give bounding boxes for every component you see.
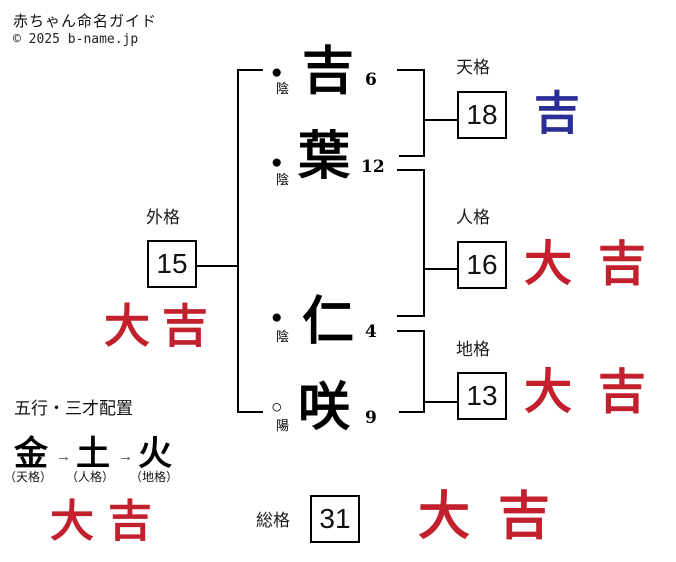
yinyang-label: 陰: [276, 82, 290, 97]
gaikaku-label: 外格: [146, 208, 180, 227]
chikaku-bracket-top-arm-line: [397, 330, 425, 332]
jinkaku-bracket-bottom-arm-line: [397, 315, 425, 317]
left-bracket-top-arm-line: [237, 69, 263, 71]
tenkaku-value: 18: [466, 99, 498, 130]
jinkaku-bracket-top-arm-line: [397, 169, 425, 171]
stroke-count-1: 6: [365, 70, 377, 90]
tenkaku-label: 天格: [456, 58, 490, 77]
jinkaku-result: 大吉: [524, 236, 673, 292]
soukaku-result: 大吉: [418, 486, 579, 547]
yinyang-label: 陽: [276, 419, 290, 434]
jinkaku-bracket-vertical-line: [423, 169, 425, 317]
gaikaku-connector-line: [197, 265, 237, 267]
jinkaku-value-box: 16: [457, 241, 507, 289]
jinkaku-value: 16: [466, 249, 498, 280]
jinkaku-connector-line: [425, 268, 457, 270]
name-char-3: 仁: [302, 291, 355, 352]
gogyo-section-title: 五行・三才配置: [14, 399, 133, 418]
stroke-count-2: 12: [361, 157, 385, 177]
tenkaku-value-box: 18: [457, 91, 507, 139]
left-bracket-bottom-arm-line: [237, 411, 263, 413]
copyright-text: © 2025 b-name.jp: [13, 32, 139, 47]
gaikaku-value-box: 15: [147, 240, 197, 288]
jinkaku-label: 人格: [456, 208, 490, 227]
tenkaku-result: 吉: [534, 86, 580, 140]
name-char-2: 葉: [298, 126, 351, 187]
stroke-count-4: 9: [365, 408, 377, 428]
yinyang-icon: ●: [271, 152, 283, 173]
yinyang-icon: ●: [271, 307, 283, 328]
tenkaku-connector-line: [425, 119, 457, 121]
tenkaku-bracket-vertical-line: [423, 69, 425, 157]
soukaku-value-box: 31: [310, 495, 360, 543]
tenkaku-bracket-top-arm-line: [397, 69, 425, 71]
soukaku-label: 総格: [256, 511, 290, 530]
gogyo-paren-jin: （人格）: [66, 470, 115, 484]
gogyo-paren-chi: （地格）: [130, 470, 179, 484]
arrow-right-icon: →: [56, 448, 71, 465]
chikaku-value: 13: [466, 380, 498, 411]
left-bracket-vertical-line: [237, 69, 239, 413]
gaikaku-result: 大吉: [104, 299, 220, 353]
gaikaku-value: 15: [156, 248, 188, 279]
soukaku-value: 31: [319, 503, 351, 534]
yinyang-label: 陰: [276, 173, 290, 188]
gogyo-paren-ten: （天格）: [4, 470, 53, 484]
arrow-right-icon: →: [118, 448, 133, 465]
gogyo-element-jin: 土: [76, 434, 110, 474]
name-char-4: 咲: [298, 377, 351, 438]
yinyang-icon: ○: [271, 397, 283, 418]
gogyo-element-ten: 金: [14, 434, 48, 474]
chikaku-connector-line: [425, 401, 457, 403]
name-char-1: 吉: [302, 41, 355, 102]
chikaku-bracket-bottom-arm-line: [399, 411, 425, 413]
site-title: 赤ちゃん命名ガイド: [13, 13, 158, 30]
stroke-count-3: 4: [365, 322, 377, 342]
tenkaku-bracket-bottom-arm-line: [399, 155, 425, 157]
chikaku-result: 大吉: [524, 364, 673, 420]
gogyo-element-chi: 火: [138, 434, 172, 474]
gogyo-result: 大吉: [50, 496, 166, 547]
yinyang-label: 陰: [276, 330, 290, 345]
chikaku-bracket-vertical-line: [423, 330, 425, 413]
yinyang-icon: ●: [271, 62, 283, 83]
chikaku-label: 地格: [456, 340, 490, 359]
chikaku-value-box: 13: [457, 372, 507, 420]
